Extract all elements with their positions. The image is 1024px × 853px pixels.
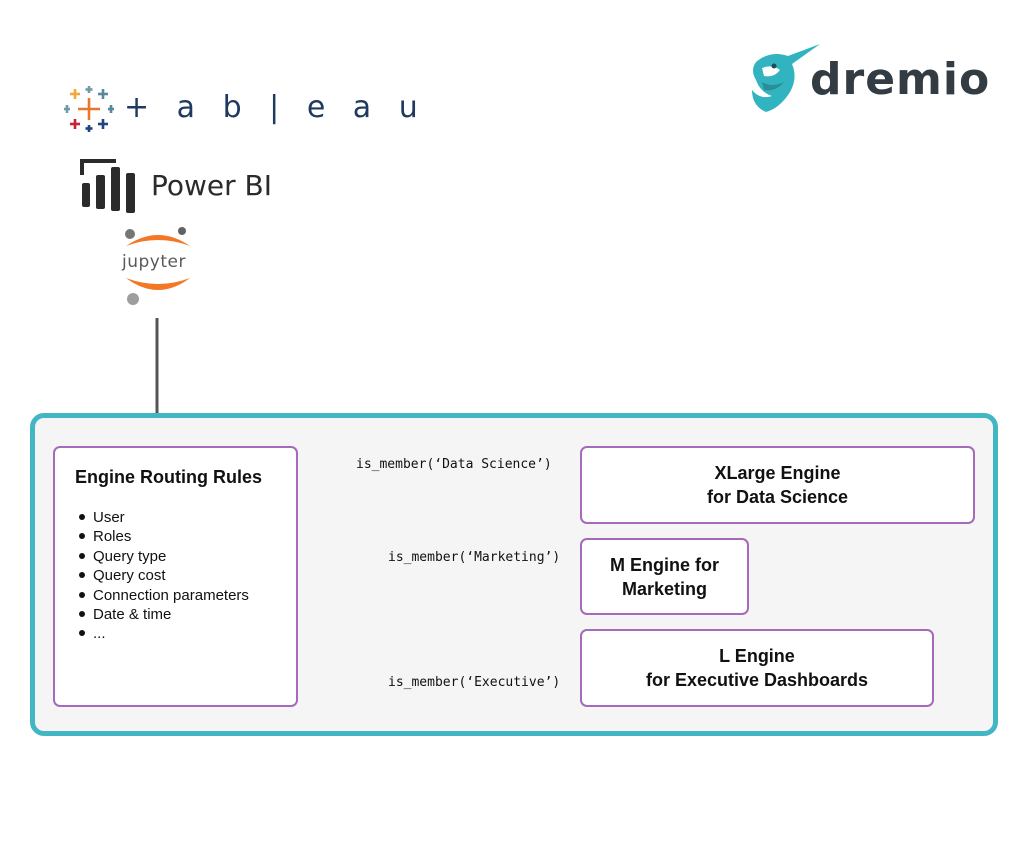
xlarge-engine-box: XLarge Engine for Data Science bbox=[580, 446, 975, 524]
condition-executive: is_member(‘Executive’) bbox=[388, 675, 561, 690]
l-engine-box: L Engine for Executive Dashboards bbox=[580, 629, 934, 707]
rule-item: Connection parameters bbox=[79, 586, 249, 605]
tableau-wordmark: + a b | e a u bbox=[124, 90, 427, 125]
m-engine-box: M Engine for Marketing bbox=[580, 538, 749, 615]
rule-item: Query type bbox=[79, 547, 249, 566]
rule-item: ... bbox=[79, 624, 249, 643]
rule-item: Date & time bbox=[79, 605, 249, 624]
xlarge-engine-label: XLarge Engine for Data Science bbox=[706, 463, 849, 507]
rule-item: Roles bbox=[79, 527, 249, 546]
rules-list: User Roles Query type Query cost Connect… bbox=[79, 508, 249, 644]
powerbi-wordmark: Power BI bbox=[151, 169, 273, 202]
powerbi-logo-icon bbox=[80, 159, 135, 213]
rules-title: Engine Routing Rules bbox=[75, 467, 262, 487]
jupyter-logo-icon bbox=[125, 227, 190, 305]
engine-routing-rules-box: Engine Routing Rules User Roles Query ty… bbox=[53, 446, 298, 707]
tableau-logo-icon bbox=[64, 86, 114, 132]
rule-item: User bbox=[79, 508, 249, 527]
condition-data-science: is_member(‘Data Science’) bbox=[356, 457, 552, 472]
jupyter-wordmark: jupyter bbox=[122, 252, 186, 272]
l-engine-label: L Engine for Executive Dashboards bbox=[645, 646, 869, 690]
condition-marketing: is_member(‘Marketing’) bbox=[388, 550, 561, 565]
dremio-narwhal-logo-icon bbox=[752, 44, 820, 112]
rule-item: Query cost bbox=[79, 566, 249, 585]
m-engine-label: M Engine for Marketing bbox=[610, 554, 719, 599]
dremio-wordmark: dremio bbox=[810, 54, 991, 105]
